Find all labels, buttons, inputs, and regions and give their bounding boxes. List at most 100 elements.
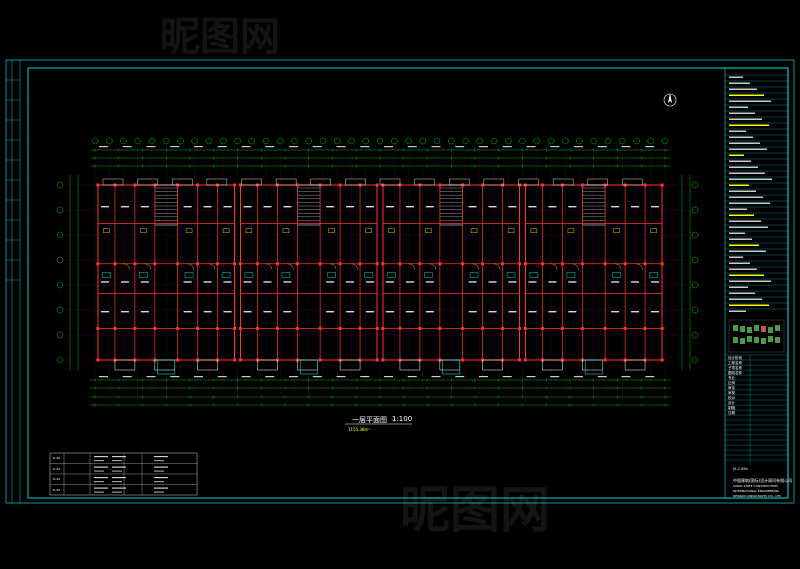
legend-text-mark [94,491,104,493]
legend-text-mark [94,456,108,458]
title-block-frame [724,67,789,499]
fixture [282,228,290,233]
thumb-block [740,338,745,344]
entry-canopy [157,359,176,375]
room-label-mark [385,281,394,283]
fixture [102,272,111,278]
axis-bubble-top [248,137,255,145]
axis-bubble-top [220,137,227,145]
drawing-number: JS-2-09b [733,467,748,471]
top-bay-window [241,178,262,186]
fixture [529,272,539,278]
structural-column [295,183,299,187]
axis-bubble-top [262,137,270,145]
dimension-text-mark [122,146,132,148]
door-swing [208,263,216,270]
room-label-mark [183,281,192,283]
structural-column [176,327,180,330]
legend-text-mark [112,456,126,458]
dimension-text-mark [526,376,536,378]
title-block-text-mark [729,310,746,312]
axis-bubble-right [691,356,699,364]
room-label-mark [508,311,517,313]
top-bay-window [345,178,366,186]
balcony [482,359,503,371]
dimension-text-mark [99,376,108,378]
room-label-mark [405,281,414,283]
legend-text-mark [154,466,168,468]
structural-column [96,327,100,330]
axis-bubble-top [448,137,455,145]
structural-column [96,183,100,187]
door-swing [408,263,415,270]
dimension-text-mark [146,376,156,378]
structural-column [113,327,117,330]
structural-column [603,358,607,362]
balcony [197,359,218,371]
legend-text-mark [154,491,164,493]
dimension-text-mark [312,146,322,148]
fixture [425,228,432,233]
axis-bubble-top [348,137,355,145]
room-label-mark [326,281,335,283]
structural-column [338,327,342,330]
structural-column [375,262,379,266]
room-label-mark [243,281,252,283]
legend-text-mark [112,470,122,472]
structural-column [540,262,544,266]
axis-bubble-top [505,137,512,145]
room-label-mark [183,206,192,208]
room-label-mark [243,311,252,313]
drawing-scale: 1:100 [392,415,413,423]
axis-bubble-top [633,137,640,145]
axis-bubble-top [462,137,469,145]
room-label-mark [468,206,477,208]
dimension-text-mark [265,376,275,378]
balcony [624,359,646,371]
fixture [245,228,253,233]
room-label-mark [140,281,149,283]
axis-bubble-top [547,137,555,145]
balcony [339,359,361,371]
legend-text-mark [112,481,122,483]
legend-text-mark [112,466,126,468]
thumb-block [754,325,759,331]
title-block-text-mark [729,106,748,108]
room-label-mark [366,311,375,313]
dimension-text-mark [597,146,607,148]
axis-bubble-top [106,137,113,145]
dimension-text-mark [170,146,180,148]
fixture [470,228,478,233]
title-block-text-mark [729,220,761,222]
fixture [388,228,395,233]
axis-bubble-top [419,137,426,145]
room-label-mark [405,311,414,313]
title-block-text-mark [729,238,752,240]
axis-bubble-top [334,137,341,145]
room-label-mark [100,206,109,208]
room-label-mark [183,311,192,313]
fixture [185,228,193,233]
legend-text-mark [112,491,122,493]
title-block-text-mark [729,304,769,306]
structural-column [295,327,299,330]
structural-column [438,327,442,330]
structural-column [196,327,200,330]
axis-bubble-left [56,256,64,264]
title-block-field-label: 比例 [728,381,735,385]
axis-bubble-top [205,137,213,145]
structural-column [481,183,485,187]
structural-column [216,262,220,266]
title-block-field-label: 校对 [728,396,735,400]
legend-text-mark [112,487,126,489]
structural-column [153,262,157,266]
structural-column [398,327,402,330]
room-label-mark [203,206,212,208]
top-bay-window [518,178,539,186]
dimension-text-mark [407,146,417,148]
title-block-text-mark [729,268,757,270]
dimension-text-mark [550,146,560,148]
room-label-mark [223,281,232,283]
axis-bubble-top [391,137,398,145]
title-block-text-mark [729,232,745,234]
